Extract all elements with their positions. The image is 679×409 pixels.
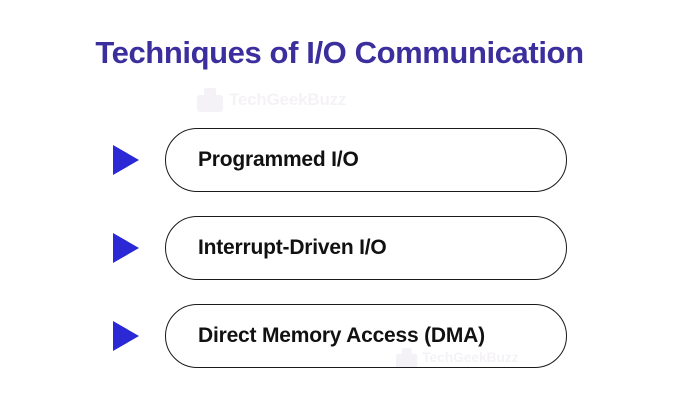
technique-pill-direct-memory-access[interactable]: Direct Memory Access (DMA) [165, 304, 567, 368]
list-item: Direct Memory Access (DMA) [0, 304, 679, 368]
triangle-right-icon [113, 321, 139, 351]
techgeekbuzz-logo-icon [197, 88, 223, 112]
page-title: Techniques of I/O Communication [95, 35, 584, 70]
technique-label: Direct Memory Access (DMA) [198, 324, 485, 347]
triangle-right-icon [113, 233, 139, 263]
technique-label: Programmed I/O [198, 148, 359, 171]
watermark-label: TechGeekBuzz [229, 90, 347, 109]
list-item: Interrupt-Driven I/O [0, 216, 679, 280]
technique-pill-interrupt-driven-io[interactable]: Interrupt-Driven I/O [165, 216, 567, 280]
technique-label: Interrupt-Driven I/O [198, 236, 387, 259]
technique-pill-programmed-io[interactable]: Programmed I/O [165, 128, 567, 192]
list-item: Programmed I/O [0, 128, 679, 192]
triangle-right-icon [113, 145, 139, 175]
watermark-top: TechGeekBuzz [197, 88, 346, 112]
